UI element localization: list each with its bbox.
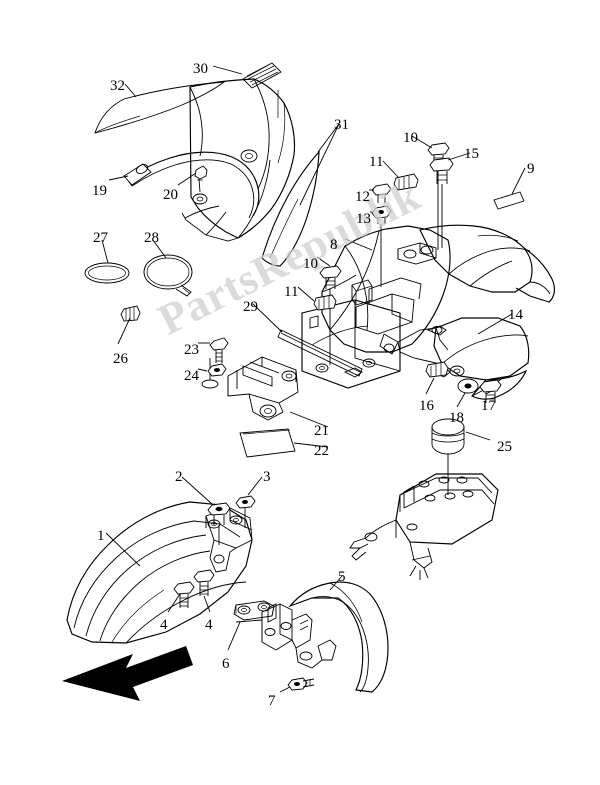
part-5-front-mudguard xyxy=(235,581,389,693)
part-1-front-fender xyxy=(66,501,253,644)
part-32-trim-strip xyxy=(94,81,226,134)
callout-26-clamp: 26 xyxy=(113,351,128,367)
callout-8-rear-fender: 8 xyxy=(330,237,338,253)
part-seat-cowl-body xyxy=(123,78,296,242)
part-13-grommet xyxy=(371,205,392,287)
part-4-bolt-right xyxy=(193,569,215,596)
part-30-emblem xyxy=(242,62,282,89)
part-28-clamp-ring xyxy=(143,254,193,297)
part-29-rail xyxy=(277,329,363,377)
part-18-washer xyxy=(457,378,479,394)
callout-13-grommet: 13 xyxy=(356,211,371,227)
callout-12-screw: 12 xyxy=(355,189,370,205)
part-lower-rear-bracket xyxy=(349,473,499,580)
callout-25-cap: 25 xyxy=(497,439,512,455)
part-9-pad xyxy=(493,191,525,210)
part-10-bolt-left xyxy=(319,265,342,365)
callout-7-bolt: 7 xyxy=(268,693,276,709)
callout-9-pad: 9 xyxy=(527,161,535,177)
callout-3-nut: 3 xyxy=(263,469,271,485)
leader-lines xyxy=(101,65,526,693)
part-6-bracket xyxy=(233,600,275,621)
callout-31-side-cover: 31 xyxy=(334,117,349,133)
part-31-side-cover xyxy=(261,150,320,267)
part-4-bolt-left xyxy=(173,581,195,608)
part-15-bolt xyxy=(429,157,454,248)
part-27-oring xyxy=(84,262,130,284)
callout-20-screw: 20 xyxy=(163,187,178,203)
part-24-nut xyxy=(207,363,227,377)
callout-2-bolt: 2 xyxy=(175,469,183,485)
callout-32-trim-strip: 32 xyxy=(110,78,125,94)
part-8-rear-fender xyxy=(301,224,555,389)
callout-1-front-fender: 1 xyxy=(97,528,105,544)
callout-29-rail: 29 xyxy=(243,299,258,315)
part-11-clip-top xyxy=(393,173,419,191)
part-26-clamp xyxy=(120,305,141,322)
part-2-bolt xyxy=(207,502,231,545)
callout-10-bolt-left: 10 xyxy=(303,256,318,272)
part-25-cap xyxy=(431,418,465,495)
callout-17-bolt: 17 xyxy=(481,398,496,414)
callout-23-bolt: 23 xyxy=(184,342,199,358)
callout-22-plate: 22 xyxy=(314,443,329,459)
part-22-plate xyxy=(239,428,296,458)
callout-4-bolt-right: 4 xyxy=(205,617,213,633)
callout-10-bolt-top: 10 xyxy=(403,130,418,146)
callout-21-bracket: 21 xyxy=(314,423,329,439)
part-3-nut xyxy=(235,495,256,528)
callout-4-bolt-left: 4 xyxy=(160,617,168,633)
part-12-screw xyxy=(371,183,392,203)
callout-5-front-mudguard: 5 xyxy=(338,569,346,585)
callout-6-bracket: 6 xyxy=(222,656,230,672)
callout-18-washer: 18 xyxy=(449,410,464,426)
part-23-bolt xyxy=(209,337,229,363)
callout-28-clamp-ring: 28 xyxy=(144,230,159,246)
callout-15-bolt: 15 xyxy=(464,146,479,162)
callout-16-clip: 16 xyxy=(419,398,434,414)
callout-14-rear-mudguard: 14 xyxy=(508,307,523,323)
part-11-clip-left xyxy=(313,294,337,311)
callout-19-grip-end: 19 xyxy=(92,183,107,199)
callout-11-clip-left: 11 xyxy=(284,284,299,300)
callout-11-clip-top: 11 xyxy=(369,154,384,170)
part-16-clip xyxy=(425,361,449,378)
part-14-rear-mudguard xyxy=(379,317,530,400)
callout-30-emblem: 30 xyxy=(193,61,208,77)
part-21-bracket xyxy=(201,356,299,421)
callout-24-nut: 24 xyxy=(184,368,199,384)
part-7-bolt xyxy=(287,677,315,691)
callout-27-oring: 27 xyxy=(93,230,108,246)
forward-direction-arrow xyxy=(62,646,193,701)
